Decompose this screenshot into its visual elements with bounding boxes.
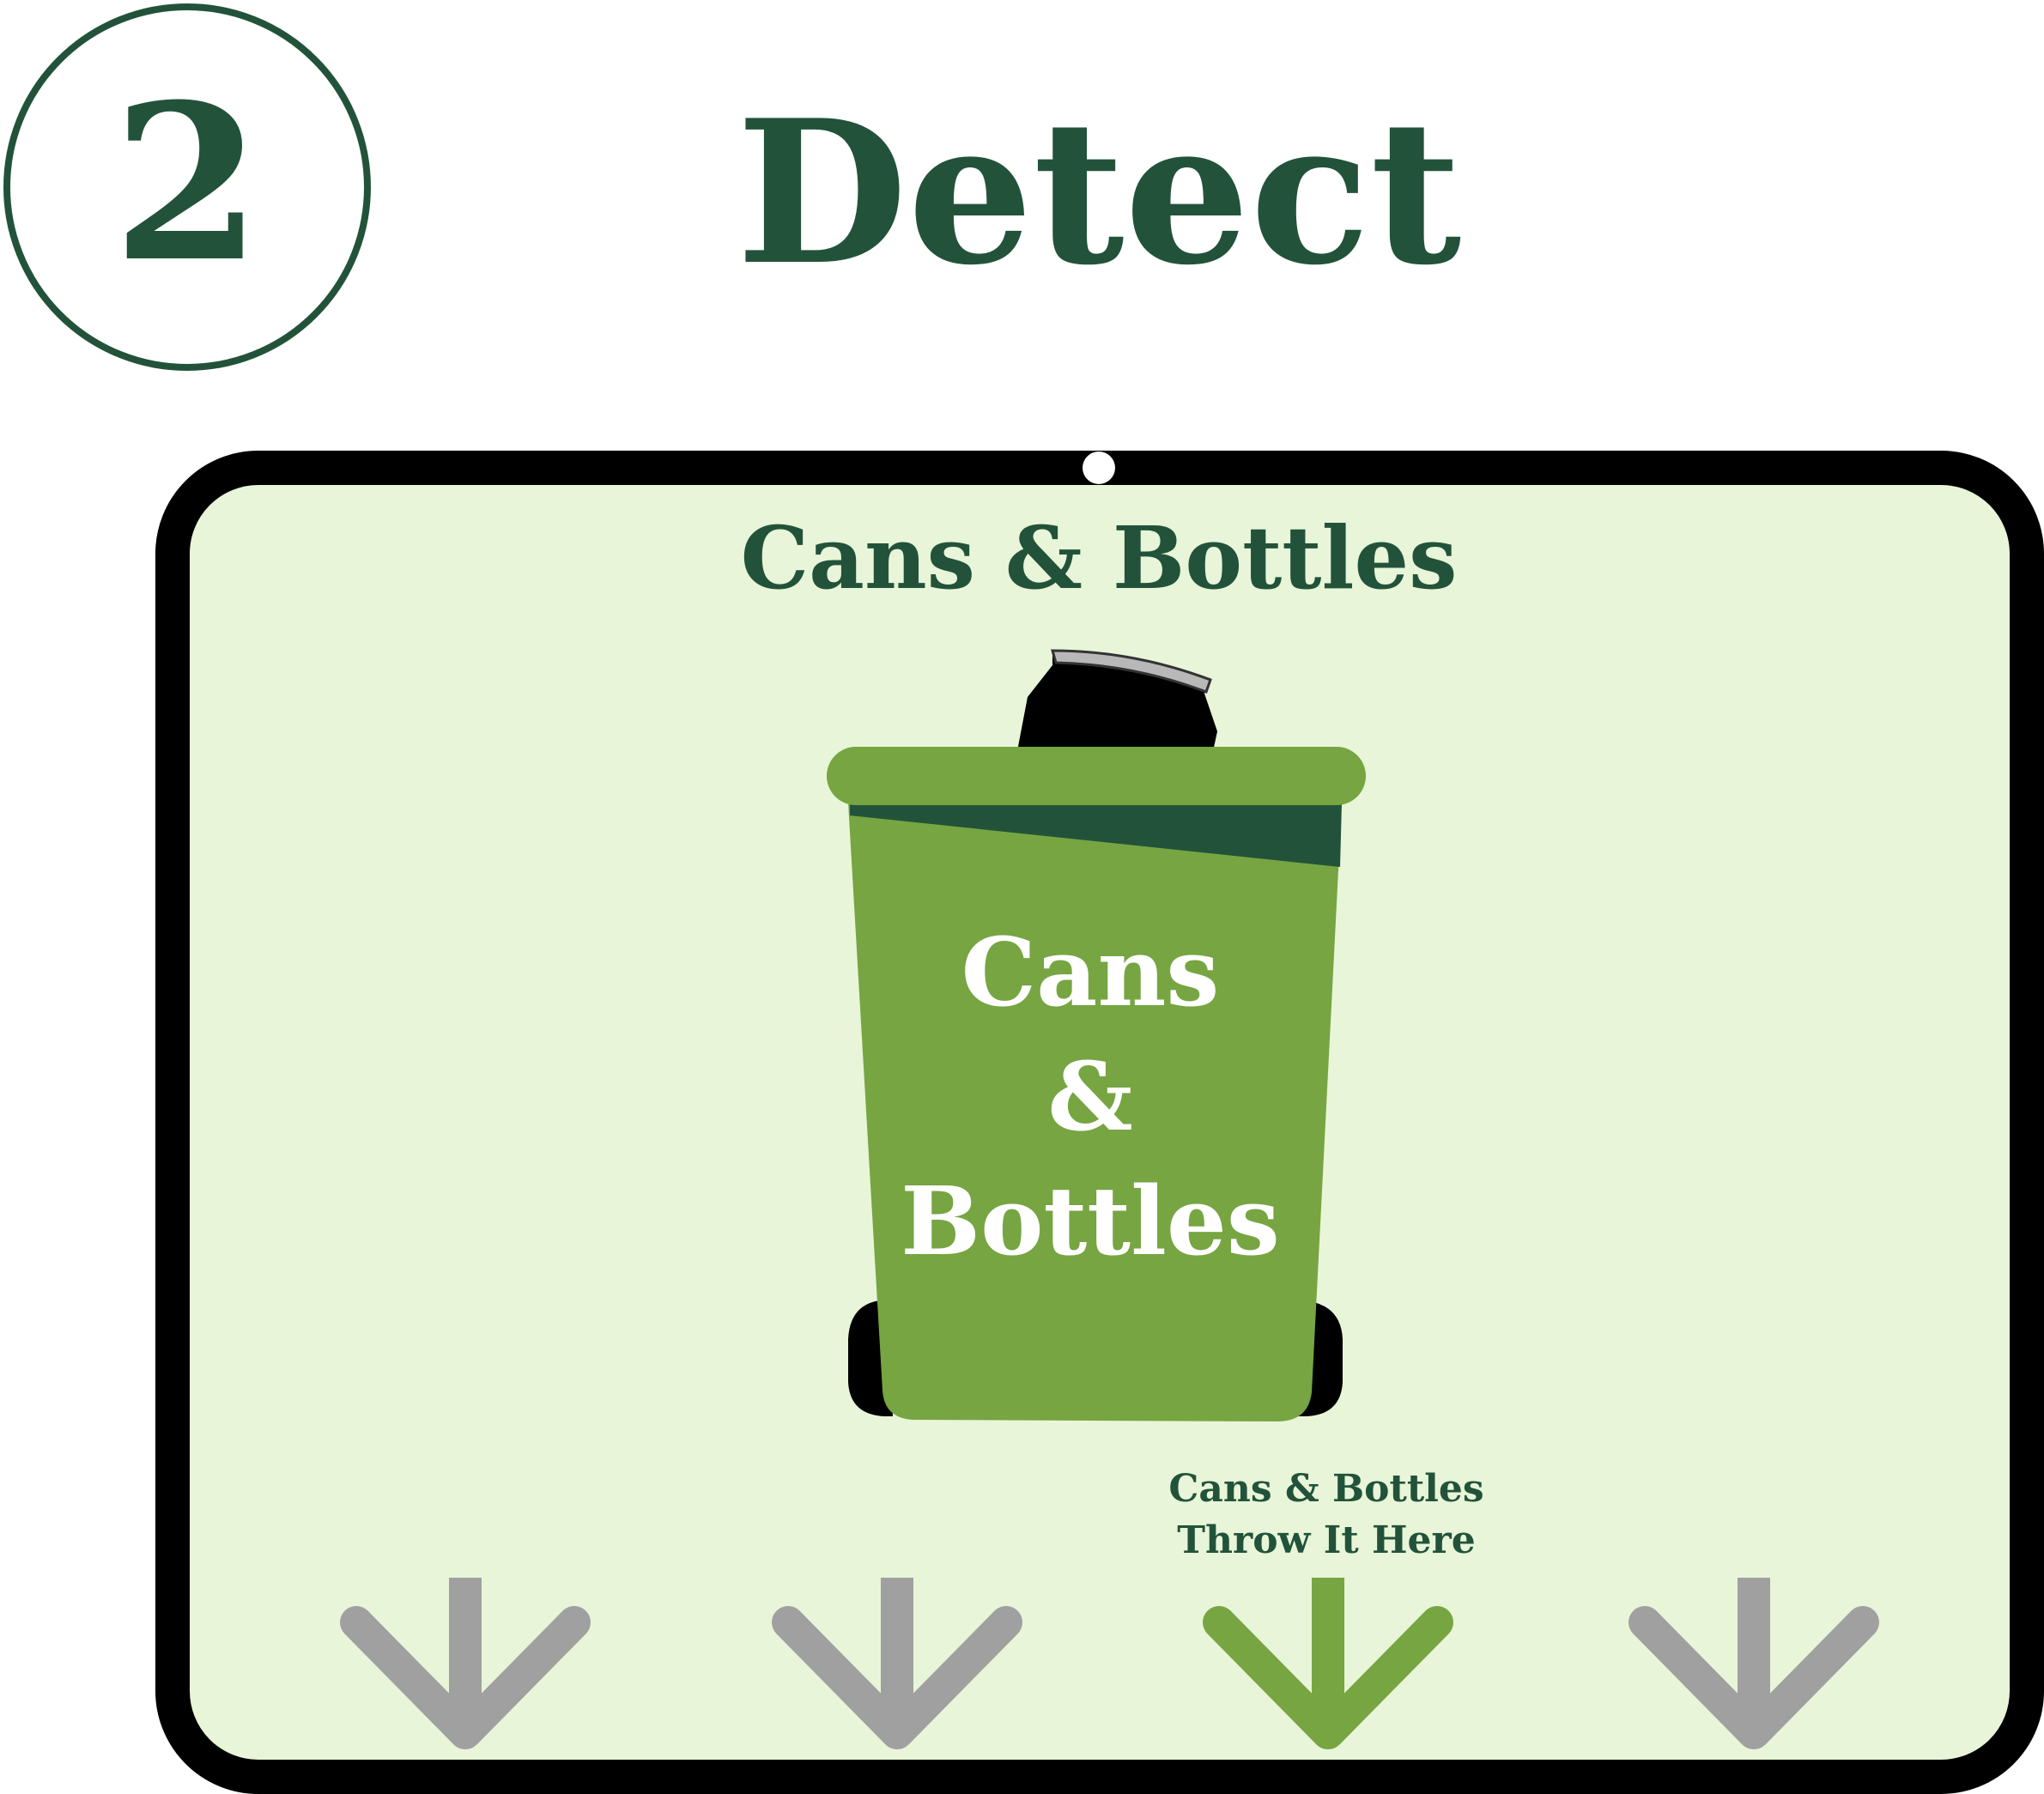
arrow-down-icon[interactable]: [1629, 1578, 1879, 1749]
arrow-down-icon[interactable]: [340, 1578, 591, 1749]
screen-heading: Cans & Bottles: [740, 507, 1458, 609]
can-icon: [1016, 649, 1217, 755]
step-number: 2: [112, 57, 262, 309]
bin-label-line1: Cans: [961, 917, 1220, 1027]
hint-line2: Throw It Here: [1177, 1518, 1476, 1562]
page-title: Detect: [736, 77, 1462, 309]
camera-dot: [1083, 452, 1115, 484]
recycling-bin-icon: [827, 649, 1366, 1421]
bin-label: Cans & Bottles: [858, 910, 1322, 1283]
arrow-down-icon[interactable]: [772, 1578, 1022, 1749]
bin-label-line2: &: [1047, 1041, 1133, 1152]
throw-hint: Cans & Bottles Throw It Here: [1125, 1464, 1528, 1567]
step-number-badge: 2: [3, 3, 371, 371]
bin-lid: [827, 747, 1366, 805]
bin-label-line3: Bottles: [901, 1166, 1280, 1276]
arrow-down-icon[interactable]: [1203, 1578, 1453, 1749]
hint-line1: Cans & Bottles: [1168, 1467, 1484, 1511]
